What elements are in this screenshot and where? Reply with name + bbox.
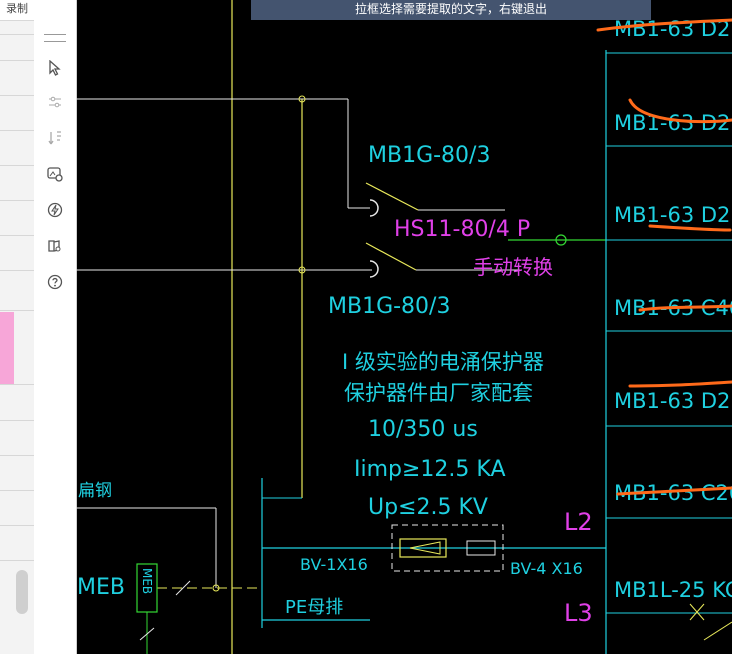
spd-note-4: Iimp≥12.5 KA bbox=[354, 457, 506, 482]
switch-top-blade bbox=[365, 182, 419, 211]
fuse-element bbox=[466, 540, 496, 556]
list-row bbox=[0, 34, 34, 35]
list-row bbox=[0, 490, 34, 491]
strike-mark bbox=[648, 224, 732, 232]
spd-arrow bbox=[409, 541, 441, 555]
adjust-icon[interactable] bbox=[43, 90, 67, 114]
tick-mark bbox=[175, 580, 191, 596]
left-panel: 录制 bbox=[0, 0, 35, 654]
hint-banner: 拉框选择需要提取的文字，右键退出 bbox=[251, 0, 651, 20]
spd-note-3: 10/350 us bbox=[368, 417, 478, 442]
image-text-icon[interactable] bbox=[43, 162, 67, 186]
toolbar-grip[interactable] bbox=[44, 34, 66, 42]
highlight-row bbox=[0, 312, 14, 384]
breaker-label: MB1-63 D25/ bbox=[614, 389, 732, 413]
list-row bbox=[0, 235, 34, 236]
spd-dashed-box bbox=[391, 524, 504, 572]
phase-l3-label: L3 bbox=[564, 599, 593, 627]
list-row bbox=[0, 270, 34, 271]
strike-mark bbox=[616, 486, 732, 496]
junction-dot bbox=[298, 95, 306, 103]
branch-mark bbox=[689, 603, 705, 621]
list-row bbox=[0, 165, 34, 166]
green-node bbox=[555, 234, 567, 246]
breaker-label: MB1L-25 KC bbox=[614, 578, 732, 602]
vertical-toolbar bbox=[34, 0, 77, 654]
list-row bbox=[0, 130, 34, 131]
switch-bottom-blade bbox=[365, 242, 417, 271]
pointer-icon[interactable] bbox=[43, 56, 67, 80]
pe-bus-label: PE母排 bbox=[285, 597, 343, 618]
list-row bbox=[0, 60, 34, 61]
spd-note-5: Up≤2.5 KV bbox=[368, 495, 488, 520]
list-row bbox=[0, 525, 34, 526]
breaker-label: MB1-63 D25/ bbox=[614, 203, 732, 227]
tick-mark bbox=[139, 627, 155, 641]
switch-bottom-contact bbox=[369, 260, 379, 278]
spd-note-1: I 级实验的电涌保护器 bbox=[342, 350, 544, 374]
phase-l2-label: L2 bbox=[564, 508, 593, 536]
list-row bbox=[0, 384, 34, 385]
meb-box-label: MEB bbox=[140, 568, 154, 594]
switch-top-label: MB1G-80/3 bbox=[368, 143, 490, 168]
strike-mark bbox=[596, 18, 732, 32]
flat-steel-label: 扁钢 bbox=[78, 481, 112, 501]
spd-note-2: 保护器件由厂家配套 bbox=[344, 381, 533, 405]
spd-element bbox=[399, 538, 447, 558]
junction-dot bbox=[212, 584, 220, 592]
transfer-switch-label: HS11-80/4 P bbox=[394, 217, 530, 242]
cad-canvas[interactable]: MB1G-80/3 HS11-80/4 P 手动转换 MB1G-80/3 I 级… bbox=[76, 0, 732, 654]
meb-label: MEB bbox=[77, 575, 125, 600]
switch-bottom-label: MB1G-80/3 bbox=[328, 294, 450, 319]
branch-mark bbox=[703, 621, 732, 641]
wire-right-label: BV-4 X16 bbox=[510, 559, 583, 578]
flash-icon[interactable] bbox=[43, 198, 67, 222]
list-row bbox=[0, 200, 34, 201]
wire-left-label: BV-1X16 bbox=[300, 555, 368, 574]
book-icon[interactable] bbox=[43, 234, 67, 258]
manual-transfer-label: 手动转换 bbox=[473, 255, 553, 279]
scrollbar-thumb[interactable] bbox=[16, 570, 28, 614]
list-row bbox=[0, 420, 34, 421]
strike-mark bbox=[638, 304, 732, 312]
list-row bbox=[0, 455, 34, 456]
strike-mark bbox=[628, 380, 732, 388]
sort-icon[interactable] bbox=[43, 126, 67, 150]
switch-top-contact bbox=[369, 199, 379, 217]
list-row bbox=[0, 560, 34, 561]
partial-tab[interactable]: 录制 bbox=[0, 0, 34, 21]
strike-mark bbox=[628, 98, 732, 124]
list-row bbox=[0, 95, 34, 96]
junction-dot bbox=[298, 266, 306, 274]
help-icon[interactable] bbox=[43, 270, 67, 294]
list-row bbox=[0, 310, 34, 311]
